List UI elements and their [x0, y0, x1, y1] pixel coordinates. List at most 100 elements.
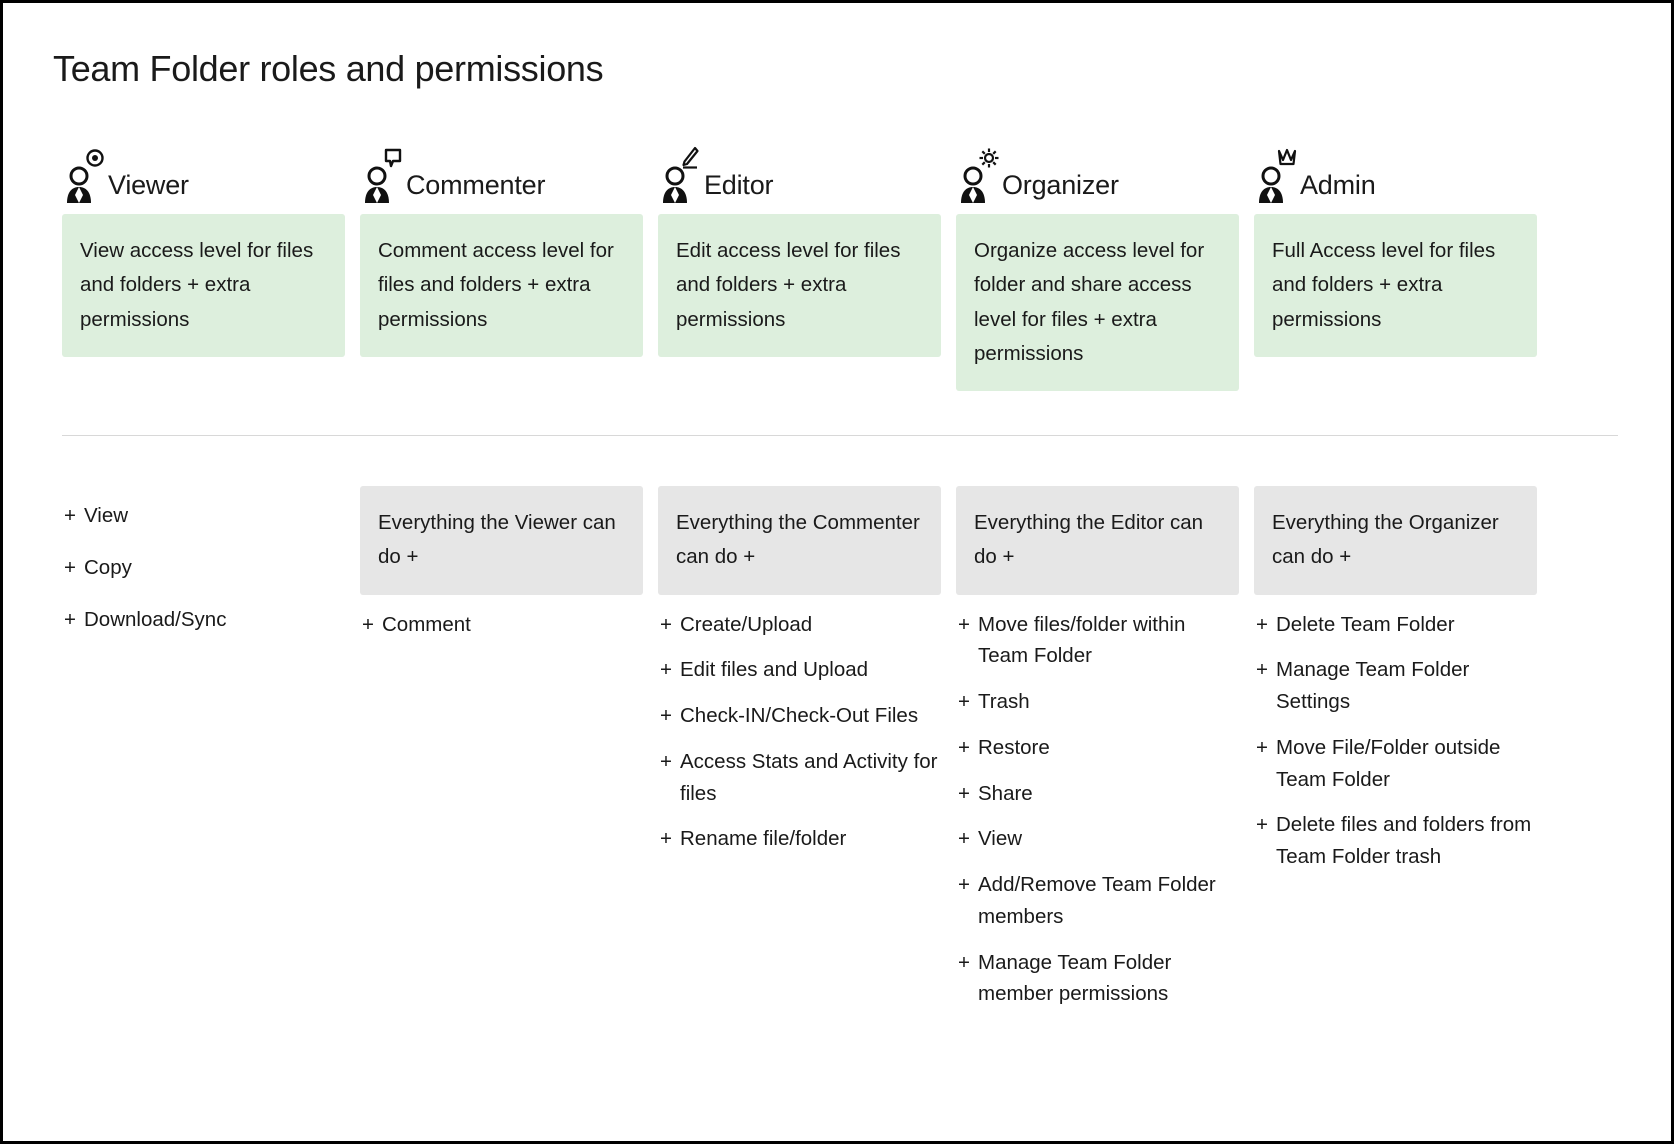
permissions-column-organizer: Everything the Editor can do + + Move fi… [956, 486, 1239, 1024]
plus-icon: + [958, 612, 970, 636]
list-item: + Add/Remove Team Folder members [956, 869, 1239, 933]
permission-label: Rename file/folder [680, 827, 847, 851]
list-item: + View [956, 823, 1239, 855]
plus-icon: + [1256, 735, 1268, 759]
plus-icon: + [958, 873, 970, 897]
role-description-admin: Full Access level for files and folders … [1254, 214, 1537, 357]
permission-label: Move File/Folder outside Team Folder [1276, 735, 1501, 791]
role-label-commenter: Commenter [406, 170, 546, 201]
list-item: + Restore [956, 732, 1239, 764]
list-item: + Rename file/folder [658, 823, 941, 855]
permission-list-editor: + Create/Upload + Edit files and Upload … [658, 609, 941, 870]
plus-icon: + [958, 950, 970, 974]
permission-label: Edit files and Upload [680, 658, 869, 682]
list-item: + Download/Sync [62, 604, 345, 636]
permission-label: Restore [978, 735, 1050, 759]
role-description-viewer: View access level for files and folders … [62, 214, 345, 357]
permission-label: Download/Sync [84, 607, 227, 631]
plus-icon: + [64, 555, 76, 579]
list-item: + Manage Team Folder member permissions [956, 947, 1239, 1011]
list-item: + Share [956, 778, 1239, 810]
permission-label: Delete files and folders from Team Folde… [1276, 813, 1532, 869]
page-title: Team Folder roles and permissions [53, 48, 604, 89]
role-column-admin: Admin Full Access level for files and fo… [1254, 142, 1537, 391]
plus-icon: + [958, 781, 970, 805]
plus-icon: + [660, 658, 672, 682]
permission-label: Comment [382, 612, 471, 636]
permissions-column-viewer: + View + Copy + Download/Sync [62, 486, 345, 1024]
plus-icon: + [1256, 658, 1268, 682]
role-description-commenter: Comment access level for files and folde… [360, 214, 643, 357]
role-label-editor: Editor [704, 170, 774, 201]
person-eye-icon [62, 146, 108, 204]
inherits-box-editor: Everything the Commenter can do + [658, 486, 941, 595]
permission-label: Manage Team Folder Settings [1276, 658, 1470, 714]
permission-list-organizer: + Move files/folder within Team Folder +… [956, 609, 1239, 1025]
permission-label: View [978, 827, 1023, 851]
permission-label: Access Stats and Activity for files [680, 749, 938, 805]
list-item: + Delete files and folders from Team Fol… [1254, 809, 1537, 873]
list-item: + Comment [360, 609, 643, 641]
list-item: + Edit files and Upload [658, 654, 941, 686]
plus-icon: + [1256, 813, 1268, 837]
plus-icon: + [64, 607, 76, 631]
role-column-organizer: Organizer Organize access level for fold… [956, 142, 1239, 392]
plus-icon: + [958, 690, 970, 714]
plus-icon: + [362, 612, 374, 636]
permission-label: View [84, 504, 129, 528]
permission-list-commenter: + Comment [360, 609, 643, 655]
permission-label: Create/Upload [680, 612, 813, 636]
role-column-viewer: Viewer View access level for files and f… [62, 142, 345, 391]
plus-icon: + [64, 504, 76, 528]
permission-label: Manage Team Folder member permissions [978, 950, 1172, 1006]
role-column-commenter: Commenter Comment access level for files… [360, 142, 643, 391]
permission-list-viewer: + View + Copy + Download/Sync [62, 500, 345, 655]
permissions-row: + View + Copy + Download/Sync Everything… [62, 486, 1625, 1024]
permissions-column-commenter: Everything the Viewer can do + + Comment [360, 486, 643, 1024]
permission-list-admin: + Delete Team Folder + Manage Team Folde… [1254, 609, 1537, 887]
diagram-page: Team Folder roles and permissions [3, 3, 1671, 1141]
inherits-box-commenter: Everything the Viewer can do + [360, 486, 643, 595]
person-pencil-icon [658, 146, 704, 204]
permission-label: Trash [978, 690, 1030, 714]
list-item: + Move File/Folder outside Team Folder [1254, 732, 1537, 796]
role-header-commenter: Commenter [360, 142, 643, 204]
section-divider [62, 435, 1618, 437]
role-label-admin: Admin [1300, 170, 1376, 201]
role-header-organizer: Organizer [956, 142, 1239, 204]
plus-icon: + [660, 749, 672, 773]
person-gear-icon [956, 146, 1002, 204]
inherits-box-organizer: Everything the Editor can do + [956, 486, 1239, 595]
plus-icon: + [958, 735, 970, 759]
role-header-admin: Admin [1254, 142, 1537, 204]
role-description-organizer: Organize access level for folder and sha… [956, 214, 1239, 392]
permission-label: Add/Remove Team Folder members [978, 873, 1216, 928]
permission-label: Move files/folder within Team Folder [978, 612, 1186, 668]
permission-label: Copy [84, 555, 132, 579]
permissions-column-editor: Everything the Commenter can do + + Crea… [658, 486, 941, 1024]
roles-header-row: Viewer View access level for files and f… [62, 142, 1625, 392]
plus-icon: + [958, 827, 970, 851]
role-header-editor: Editor [658, 142, 941, 204]
plus-icon: + [660, 704, 672, 728]
list-item: + Move files/folder within Team Folder [956, 609, 1239, 673]
person-crown-icon [1254, 146, 1300, 204]
list-item: + Delete Team Folder [1254, 609, 1537, 641]
role-label-organizer: Organizer [1002, 170, 1119, 201]
role-label-viewer: Viewer [108, 170, 189, 201]
list-item: + Copy [62, 552, 345, 584]
list-item: + Check-IN/Check-Out Files [658, 700, 941, 732]
list-item: + Create/Upload [658, 609, 941, 641]
list-item: + Access Stats and Activity for files [658, 746, 941, 810]
role-column-editor: Editor Edit access level for files and f… [658, 142, 941, 391]
role-description-editor: Edit access level for files and folders … [658, 214, 941, 357]
permission-label: Delete Team Folder [1276, 612, 1455, 636]
permission-label: Share [978, 781, 1033, 805]
role-header-viewer: Viewer [62, 142, 345, 204]
permission-label: Check-IN/Check-Out Files [680, 704, 919, 728]
permissions-column-admin: Everything the Organizer can do + + Dele… [1254, 486, 1537, 1024]
person-comment-icon [360, 146, 406, 204]
plus-icon: + [660, 827, 672, 851]
plus-icon: + [660, 612, 672, 636]
